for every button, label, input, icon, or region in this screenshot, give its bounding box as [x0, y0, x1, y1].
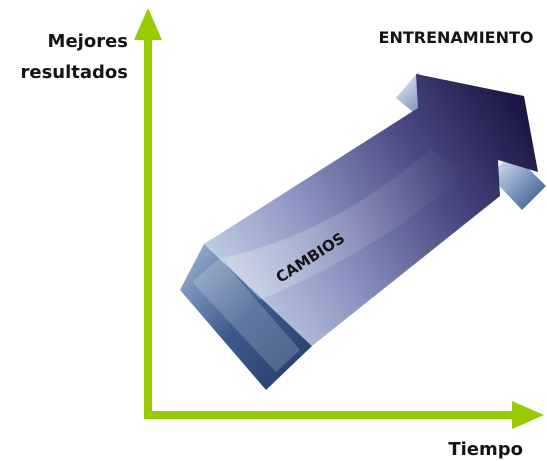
- axes: [134, 8, 544, 429]
- x-axis-arrowhead: [512, 401, 544, 429]
- arrow-title: ENTRENAMIENTO: [379, 28, 534, 47]
- growth-arrow: [180, 72, 546, 390]
- y-axis-label-line1: Mejores: [48, 31, 128, 52]
- arrow-shine: [222, 150, 470, 300]
- y-axis-arrowhead: [134, 8, 162, 40]
- arrow-barb-lower: [490, 152, 546, 210]
- arrow-tail-shine: [192, 258, 300, 372]
- x-axis-label: Tiempo: [448, 439, 523, 460]
- y-axis-label-line2: resultados: [21, 62, 129, 83]
- arrow-tail-face: [180, 244, 312, 390]
